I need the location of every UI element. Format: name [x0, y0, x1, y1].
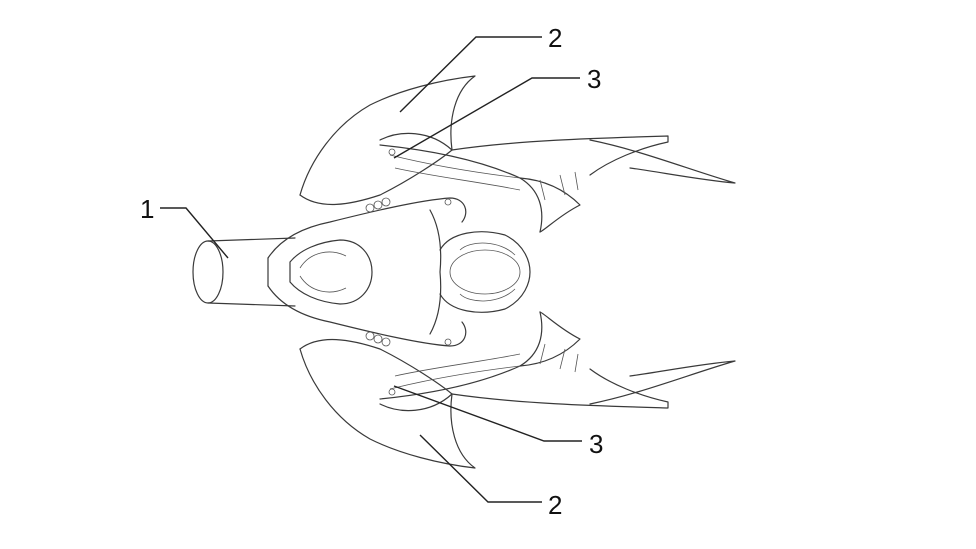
lower-tail: [389, 311, 736, 409]
front-cowl: [267, 197, 467, 347]
part-2-lower-panel: [299, 339, 476, 469]
callout-3-top: 3: [587, 64, 601, 94]
leader-lines: [160, 36, 582, 503]
part-1-cylinder: [192, 237, 296, 307]
part-2-upper-panel: [299, 75, 476, 205]
rear-body: [379, 144, 543, 400]
upper-tail: [389, 135, 736, 233]
fastener-details: [365, 148, 452, 396]
callout-3-bottom: 3: [589, 429, 603, 459]
callout-1: 1: [140, 194, 154, 224]
callout-2-top: 2: [548, 23, 562, 53]
callout-2-bottom: 2: [548, 490, 562, 520]
